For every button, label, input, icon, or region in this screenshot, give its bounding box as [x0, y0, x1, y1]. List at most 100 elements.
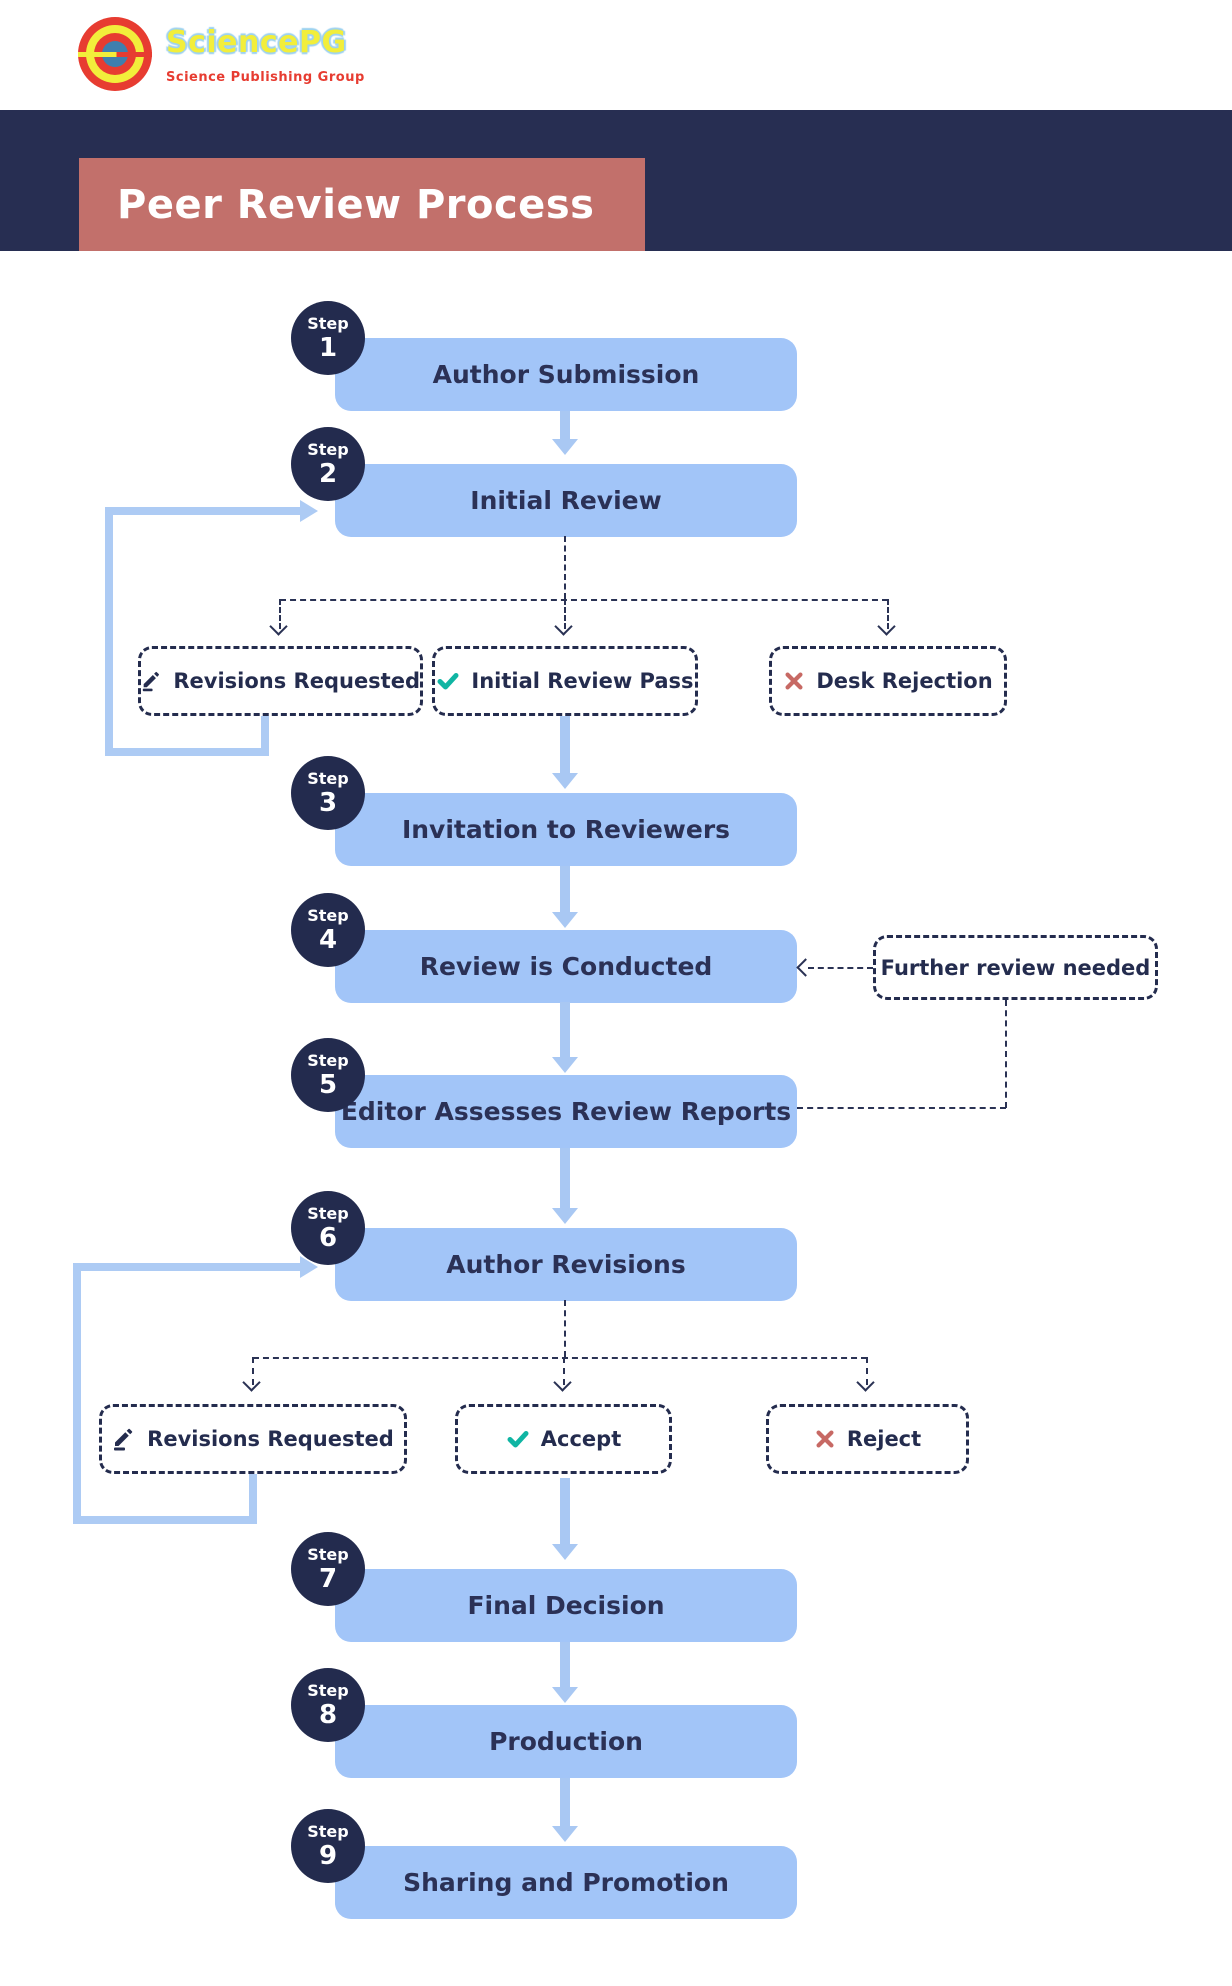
step-badge-9: Step 9 [291, 1809, 365, 1883]
outcome-label: Initial Review Pass [471, 669, 694, 693]
flow-box-review-is-conducted: Step 4 Review is Conducted [291, 893, 797, 1003]
branch1-crossbar [280, 599, 888, 601]
branch1-arrowhead-middle [554, 617, 573, 636]
flow-box-label: Initial Review [470, 486, 662, 515]
branch2-drop-middle [563, 1357, 565, 1385]
flow-box-editor-assesses-review-reports: Step 5 Editor Assesses Review Reports [291, 1038, 797, 1148]
pencil-icon [142, 671, 159, 692]
step-badge-label: Step [307, 1544, 349, 1564]
loop1-drop [261, 716, 269, 756]
step-badge-number: 9 [318, 1840, 338, 1871]
branch2-drop-right [866, 1357, 868, 1385]
flow-box-author-revisions: Step 6 Author Revisions [291, 1191, 797, 1301]
page-title: Peer Review Process [117, 181, 595, 228]
step-badge-number: 4 [318, 924, 338, 955]
sciencepg-logo: SciencePG Science Publishing Group [78, 17, 365, 91]
flow-box-author-submission: Step 1 Author Submission [291, 301, 797, 411]
step-badge-label: Step [307, 1821, 349, 1841]
step-badge-number: 2 [318, 458, 338, 489]
branch2-crossbar [253, 1357, 867, 1359]
flow-box-label: Sharing and Promotion [403, 1868, 729, 1897]
flow-box-label: Invitation to Reviewers [401, 815, 731, 844]
arrow-step3-to-step4 [552, 866, 578, 928]
arrow-step8-to-step9 [552, 1778, 578, 1842]
branch2-arrowhead-left [242, 1373, 261, 1392]
step-badge-label: Step [307, 1050, 349, 1070]
title-banner: Peer Review Process [79, 158, 645, 251]
step-badge-label: Step [307, 768, 349, 788]
step-badge-3: Step 3 [291, 756, 365, 830]
loop1-left-rail [105, 507, 113, 756]
step-badge-number: 5 [318, 1069, 338, 1100]
outcome-label: Desk Rejection [816, 669, 993, 693]
further-review-arrowhead [796, 958, 815, 977]
arrow-step7-to-step8 [552, 1642, 578, 1703]
flow-box-label: Review is Conducted [419, 952, 713, 981]
check-icon [507, 1431, 529, 1448]
flow-box-label: Final Decision [467, 1591, 665, 1620]
check-icon [437, 673, 459, 690]
arrow-step1-to-step2 [552, 411, 578, 455]
step-badge-6: Step 6 [291, 1191, 365, 1265]
outcome-reject: Reject [766, 1404, 969, 1474]
flow-box-invitation-to-reviewers: Step 3 Invitation to Reviewers [291, 756, 797, 866]
arrow-accept-to-step7 [552, 1478, 578, 1560]
note-label: Further review needed [880, 955, 1151, 980]
arrow-step5-to-step6 [552, 1148, 578, 1224]
arrow-step4-to-step5 [552, 1002, 578, 1073]
loop1-arrowhead [300, 500, 318, 522]
flow-box-sharing-and-promotion: Step 9 Sharing and Promotion [291, 1809, 797, 1919]
step-badge-2: Step 2 [291, 427, 365, 501]
step-badge-number: 1 [318, 332, 338, 363]
outcome-label: Accept [540, 1427, 622, 1451]
step-badge-1: Step 1 [291, 301, 365, 375]
flow-box-label: Production [489, 1727, 643, 1756]
flow-box-label: Author Submission [432, 360, 700, 389]
flow-box-final-decision: Step 7 Final Decision [291, 1532, 797, 1642]
further-review-bottom-line [797, 1107, 1006, 1109]
branch2-arrowhead-middle [553, 1373, 572, 1392]
branch2-stem [564, 1300, 566, 1357]
step-badge-label: Step [307, 1680, 349, 1700]
branch1-arrowhead-right [877, 617, 896, 636]
loop2-top-rail [73, 1263, 300, 1271]
pencil-icon [114, 1428, 133, 1451]
branch1-stem [564, 536, 566, 599]
loop2-bottom-rail [73, 1516, 257, 1524]
step-badge-number: 8 [318, 1699, 338, 1730]
flow-box-label: Editor Assesses Review Reports [340, 1097, 792, 1126]
step-badge-label: Step [307, 905, 349, 925]
loop2-drop [249, 1474, 257, 1524]
branch1-drop-right [887, 599, 889, 629]
step-badge-number: 3 [318, 787, 338, 818]
flow-box-label: Author Revisions [446, 1250, 686, 1279]
step-badge-label: Step [307, 313, 349, 333]
branch2-arrowhead-right [856, 1373, 875, 1392]
step-badge-7: Step 7 [291, 1532, 365, 1606]
step-badge-number: 7 [318, 1563, 338, 1594]
note-further-review-needed: Further review needed [873, 935, 1158, 1000]
step-badge-label: Step [307, 1203, 349, 1223]
outcome-desk-rejection: Desk Rejection [769, 646, 1007, 716]
branch1-arrowhead-left [269, 617, 288, 636]
step-badge-4: Step 4 [291, 893, 365, 967]
flow-box-production: Step 8 Production [291, 1668, 797, 1778]
step-badge-number: 6 [318, 1222, 338, 1253]
x-icon [785, 672, 803, 690]
step-badge-5: Step 5 [291, 1038, 365, 1112]
outcome-revisions-requested-2: Revisions Requested [99, 1404, 407, 1474]
outcome-revisions-requested-1: Revisions Requested [138, 646, 423, 716]
branch2-drop-left [252, 1357, 254, 1385]
x-icon [816, 1430, 834, 1448]
outcome-initial-review-pass: Initial Review Pass [432, 646, 698, 716]
brand-name: SciencePG [166, 25, 347, 60]
sciencepg-logo-icon [78, 17, 152, 91]
logo-stripe [78, 52, 152, 57]
step-badge-8: Step 8 [291, 1668, 365, 1742]
loop1-bottom-rail [105, 748, 269, 756]
branch1-drop-left [279, 599, 281, 629]
further-review-down-line [1005, 1000, 1007, 1108]
flow-box-initial-review: Step 2 Initial Review [291, 427, 797, 537]
further-review-arrow-line [808, 967, 873, 969]
